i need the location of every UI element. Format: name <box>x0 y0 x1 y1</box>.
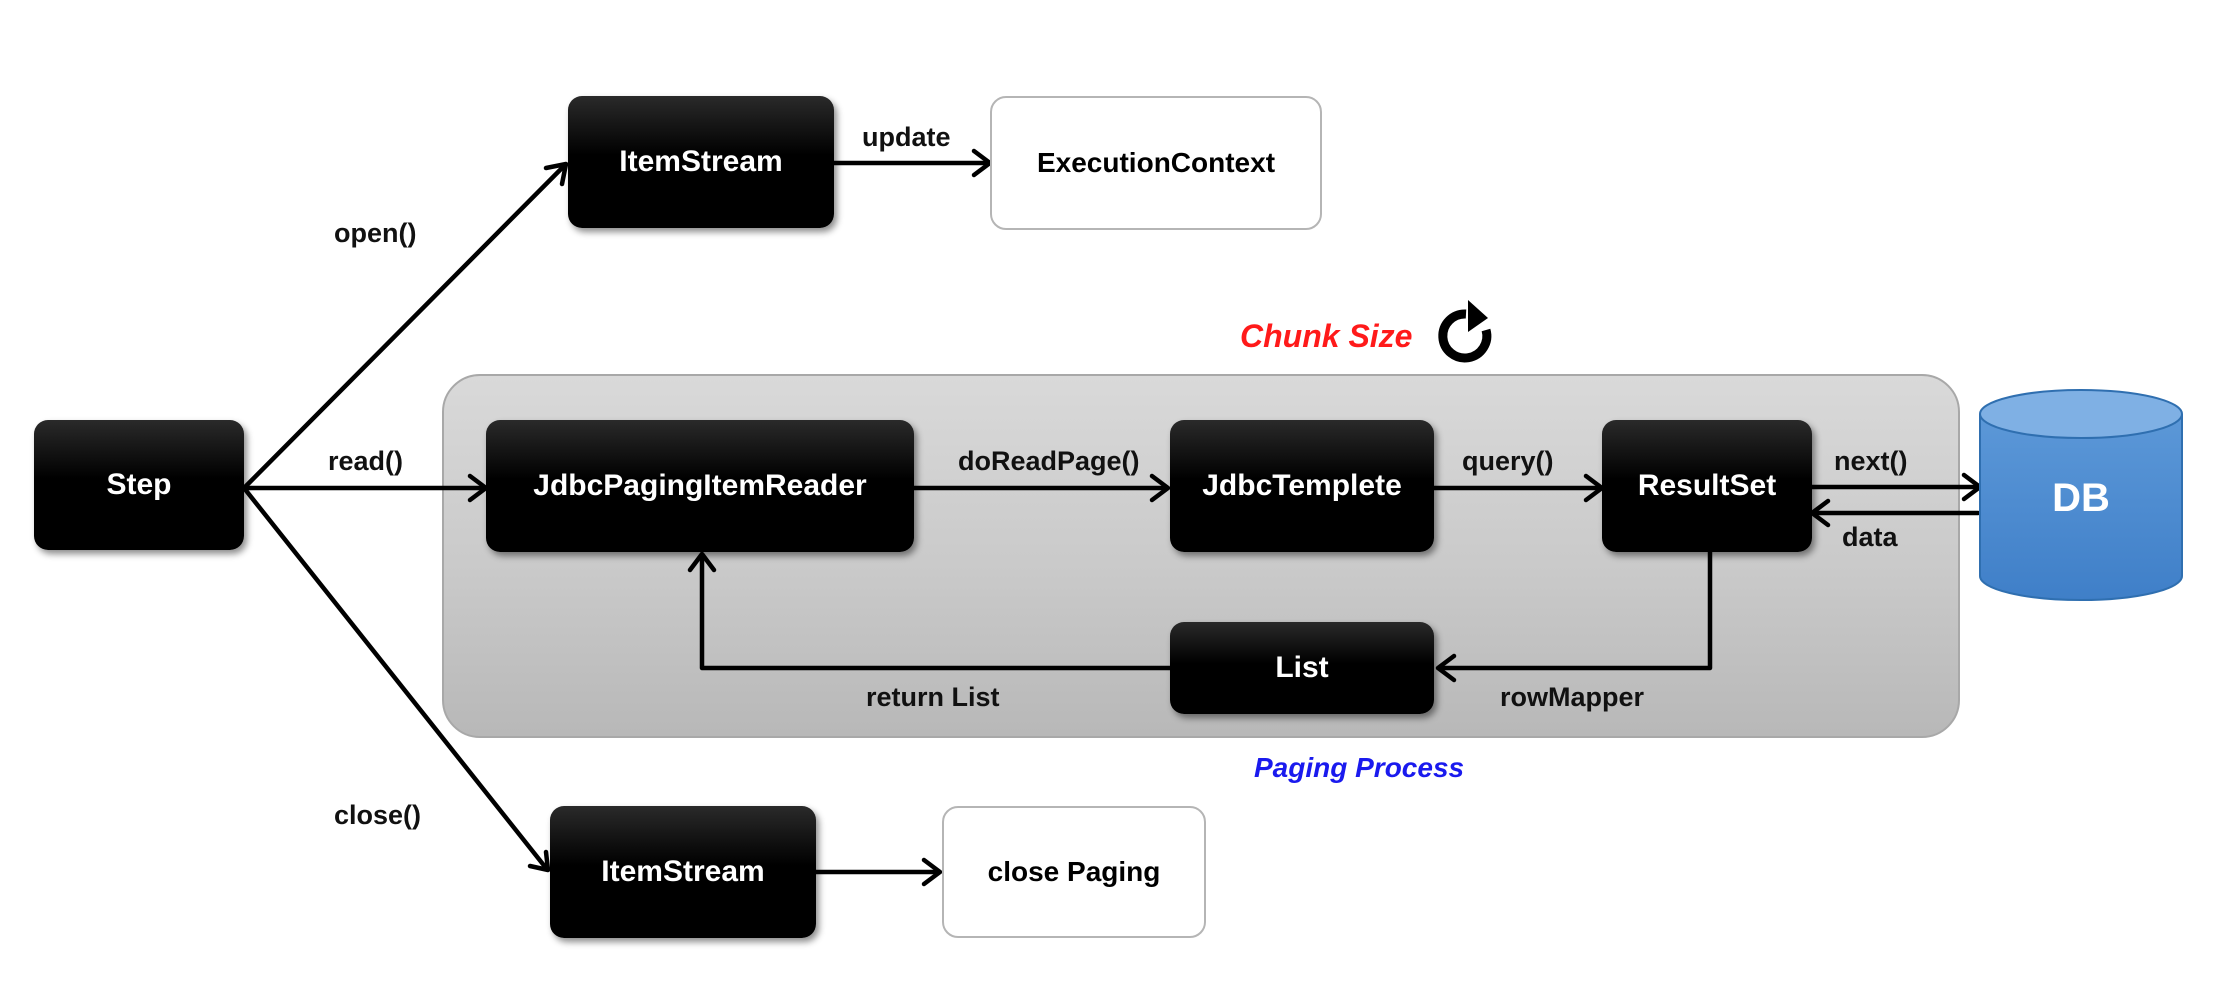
label-return-list: return List <box>866 682 1000 712</box>
edge-close <box>241 485 549 871</box>
step-node: Step <box>34 420 244 550</box>
execution-context-node: ExecutionContext <box>990 96 1322 230</box>
jdbc-templete-node: JdbcTemplete <box>1170 420 1434 552</box>
close-paging-node: close Paging <box>942 806 1206 938</box>
label-open: open() <box>334 218 417 248</box>
arrowhead-close <box>527 849 551 873</box>
arrowhead-data <box>1809 498 1831 528</box>
label-row-mapper: rowMapper <box>1500 682 1645 712</box>
label-query: query() <box>1462 446 1554 476</box>
chunk-size-label: Chunk Size <box>1240 318 1413 354</box>
itemstream-bottom-node: ItemStream <box>550 806 816 938</box>
paging-process-label: Paging Process <box>1254 752 1465 783</box>
label-close: close() <box>334 800 422 830</box>
edge-row-mapper <box>1437 549 1713 671</box>
arrowhead-open <box>543 161 569 187</box>
arrowhead-return-list <box>687 551 717 573</box>
label-do-read-page: doReadPage() <box>958 446 1140 476</box>
db-cylinder <box>1979 389 2183 601</box>
label-next: next() <box>1834 446 1908 476</box>
label-data: data <box>1842 522 1898 552</box>
arrowhead-close-paging <box>921 857 943 887</box>
arrowhead-row-mapper <box>1435 653 1457 683</box>
label-read: read() <box>328 446 404 476</box>
arrowhead-do-read-page <box>1149 473 1171 503</box>
itemstream-top-node: ItemStream <box>568 96 834 228</box>
edge-open <box>241 163 567 491</box>
jdbc-paging-item-reader-node: JdbcPagingItemReader <box>486 420 914 552</box>
label-update: update <box>862 122 951 152</box>
edge-return-list <box>699 553 1173 671</box>
refresh-icon <box>1438 300 1492 363</box>
db-label: DB <box>2052 476 2110 520</box>
list-node: List <box>1170 622 1434 714</box>
result-set-node: ResultSet <box>1602 420 1812 552</box>
